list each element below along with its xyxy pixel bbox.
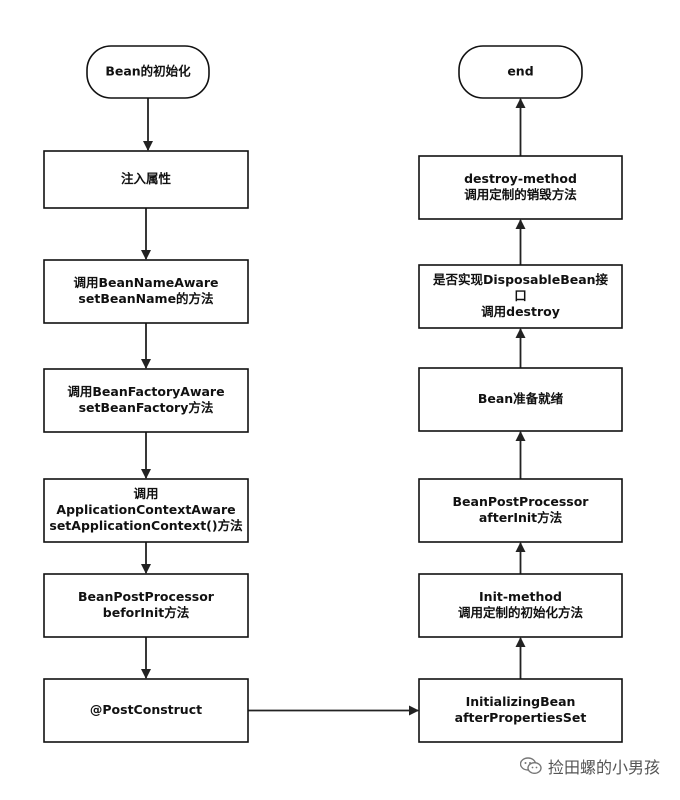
wechat-icon [519, 757, 542, 775]
node-ready: Bean准备就绪 [418, 367, 623, 432]
node-label: 调用destroy [481, 304, 560, 319]
node-label: beforInit方法 [103, 605, 190, 620]
node-inject: 注入属性 [43, 150, 249, 209]
node-postconstruct: @PostConstruct [43, 678, 249, 743]
node-label: @PostConstruct [90, 702, 202, 717]
node-box [418, 678, 623, 743]
node-box [418, 367, 623, 432]
node-label: setApplicationContext()方法 [49, 518, 243, 533]
node-acaware: 调用ApplicationContextAwaresetApplicationC… [43, 478, 249, 543]
node-label: Bean的初始化 [105, 64, 191, 79]
node-box [86, 45, 210, 99]
watermark: 捡田螺的小男孩 [519, 754, 660, 778]
node-box [43, 150, 249, 209]
node-box [43, 478, 249, 543]
node-label: 口 [514, 288, 527, 303]
node-label: 调用定制的销毁方法 [464, 187, 577, 202]
node-box [43, 678, 249, 743]
node-label: setBeanFactory方法 [79, 400, 214, 415]
node-label: 调用BeanFactoryAware [67, 384, 224, 399]
node-box [43, 368, 249, 433]
node-box [43, 573, 249, 638]
node-box [418, 573, 623, 638]
node-label: 调用定制的初始化方法 [458, 605, 584, 620]
node-label: 调用 [133, 486, 158, 501]
node-box [418, 264, 623, 329]
node-label: setBeanName的方法 [78, 291, 214, 306]
node-end: end [458, 45, 583, 99]
node-start: Bean的初始化 [86, 45, 210, 99]
node-label: afterPropertiesSet [455, 710, 587, 725]
node-label: BeanPostProcessor [453, 494, 590, 509]
node-box [418, 155, 623, 220]
node-label: BeanPostProcessor [78, 589, 215, 604]
node-label: destroy-method [464, 171, 577, 186]
node-label: 是否实现DisposableBean接 [432, 272, 609, 287]
watermark-text: 捡田螺的小男孩 [547, 758, 660, 777]
node-label: end [507, 64, 533, 79]
node-label: Bean准备就绪 [478, 391, 564, 406]
node-box [43, 259, 249, 324]
node-label: InitializingBean [466, 694, 576, 709]
node-box [458, 45, 583, 99]
node-label: Init-method [479, 589, 562, 604]
node-label: 注入属性 [121, 171, 172, 186]
node-box [418, 478, 623, 543]
node-label: ApplicationContextAware [56, 502, 235, 517]
node-label: afterInit方法 [479, 510, 563, 525]
node-label: 调用BeanNameAware [73, 275, 218, 290]
